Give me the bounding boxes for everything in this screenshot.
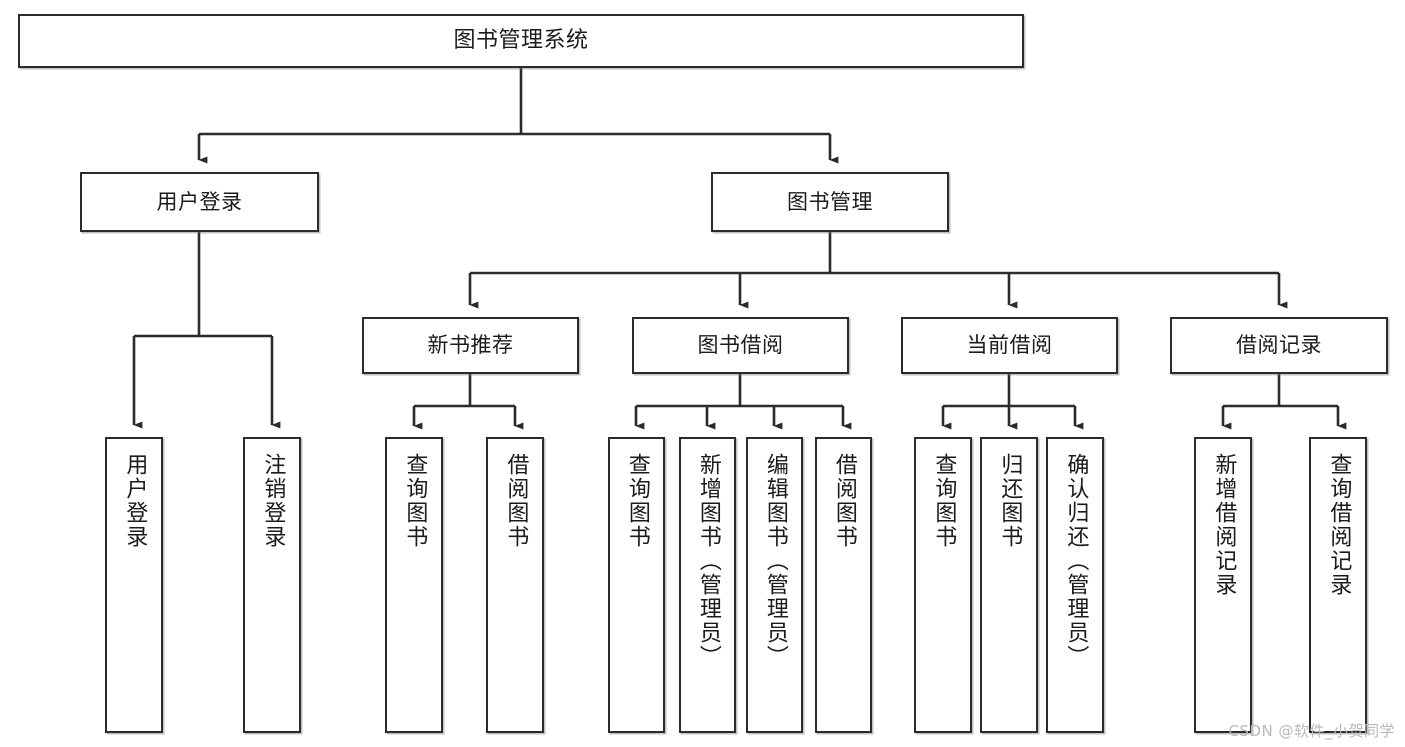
leaf-current-query-book[interactable]: 查询图书 <box>914 437 972 733</box>
leaf-records-query-record-label: 查询借阅记录 <box>1326 453 1352 597</box>
leaf-user-logout[interactable]: 注销登录 <box>243 437 301 733</box>
leaf-records-query-record[interactable]: 查询借阅记录 <box>1309 437 1367 733</box>
node-borrow-records[interactable]: 借阅记录 <box>1170 317 1388 374</box>
node-book-management-label: 图书管理 <box>787 189 873 214</box>
node-current-borrow-label: 当前借阅 <box>966 333 1053 358</box>
leaf-newbooks-query-book[interactable]: 查询图书 <box>385 437 443 733</box>
node-book-borrow[interactable]: 图书借阅 <box>632 317 849 374</box>
node-user-login[interactable]: 用户登录 <box>80 172 319 232</box>
leaf-borrow-add-book-label: 新增图书（管理员） <box>695 453 721 669</box>
leaf-borrow-query-book[interactable]: 查询图书 <box>608 437 665 733</box>
leaf-current-return-book[interactable]: 归还图书 <box>980 437 1038 733</box>
leaf-current-confirm-return-label: 确认归还（管理员） <box>1063 453 1089 669</box>
leaf-borrow-add-book[interactable]: 新增图书（管理员） <box>679 437 736 733</box>
node-current-borrow[interactable]: 当前借阅 <box>901 317 1118 374</box>
leaf-borrow-lend-book-label: 借阅图书 <box>831 453 857 549</box>
leaf-newbooks-borrow-book-label: 借阅图书 <box>503 453 529 549</box>
node-new-book-recommend[interactable]: 新书推荐 <box>362 317 579 374</box>
leaf-borrow-query-book-label: 查询图书 <box>624 453 650 549</box>
leaf-user-logout-label: 注销登录 <box>260 453 286 549</box>
leaf-newbooks-query-book-label: 查询图书 <box>402 453 428 549</box>
node-root[interactable]: 图书管理系统 <box>18 14 1024 68</box>
leaf-user-login-label: 用户登录 <box>122 453 148 549</box>
leaf-records-add-record[interactable]: 新增借阅记录 <box>1194 437 1252 733</box>
leaf-borrow-lend-book[interactable]: 借阅图书 <box>815 437 872 733</box>
leaf-newbooks-borrow-book[interactable]: 借阅图书 <box>486 437 544 733</box>
node-book-borrow-label: 图书借阅 <box>697 333 784 358</box>
node-borrow-records-label: 借阅记录 <box>1236 333 1322 358</box>
node-book-management[interactable]: 图书管理 <box>711 172 949 232</box>
node-user-login-label: 用户登录 <box>156 189 243 214</box>
node-new-book-recommend-label: 新书推荐 <box>427 333 514 358</box>
leaf-borrow-edit-book-label: 编辑图书（管理员） <box>762 453 788 669</box>
leaf-records-add-record-label: 新增借阅记录 <box>1211 453 1237 597</box>
leaf-borrow-edit-book[interactable]: 编辑图书（管理员） <box>746 437 803 733</box>
leaf-current-query-book-label: 查询图书 <box>931 453 957 549</box>
leaf-current-return-book-label: 归还图书 <box>997 453 1023 549</box>
leaf-current-confirm-return[interactable]: 确认归还（管理员） <box>1046 437 1104 733</box>
node-root-label: 图书管理系统 <box>453 28 589 54</box>
csdn-watermark: CSDN @软件_小贺同学 <box>1228 722 1395 740</box>
leaf-user-login[interactable]: 用户登录 <box>105 437 163 733</box>
